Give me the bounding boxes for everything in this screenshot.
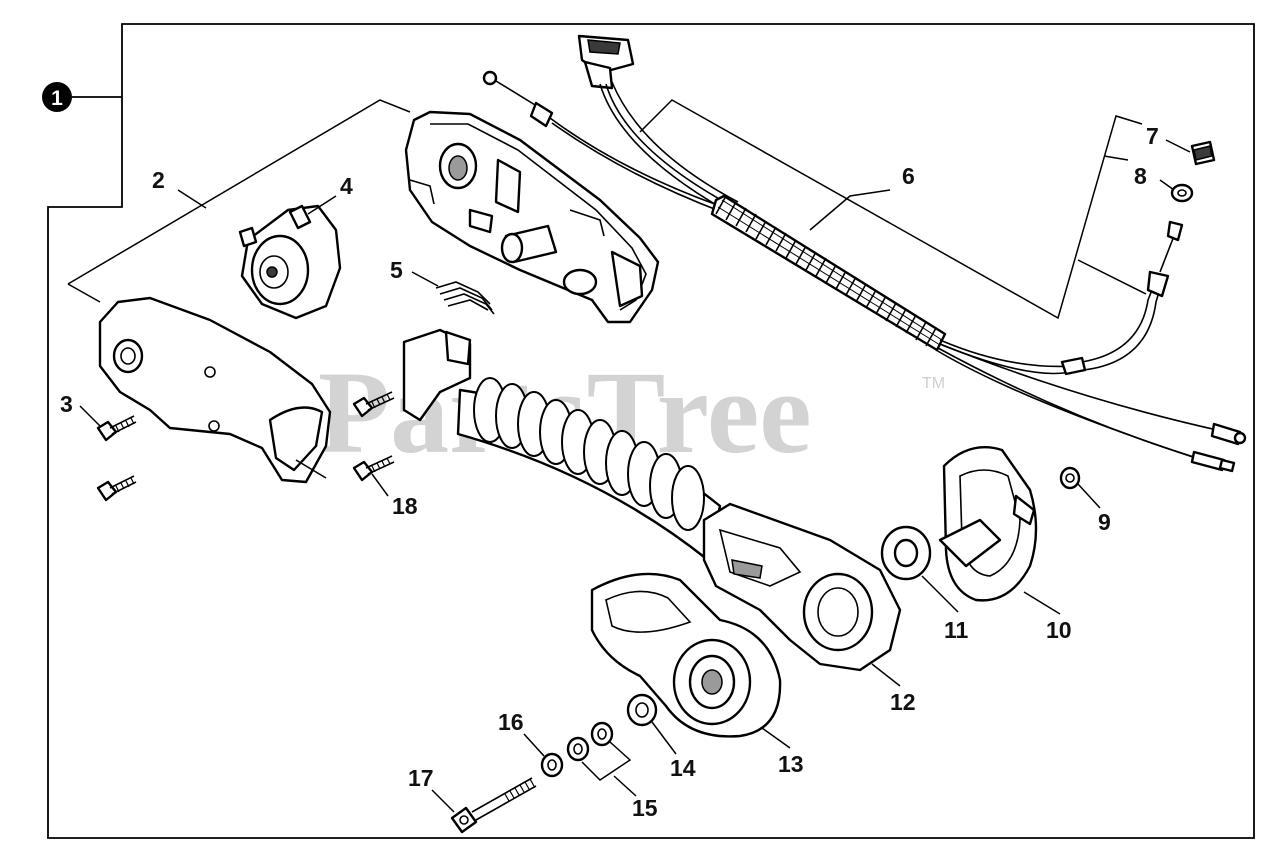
callout-6[interactable]: 6 — [902, 163, 915, 189]
part-3-screw-upper[interactable] — [96, 415, 137, 442]
part-17-bolt[interactable] — [450, 777, 537, 834]
assembly-frame — [47, 23, 1255, 839]
callout-13[interactable]: 13 — [778, 751, 804, 777]
callout-12[interactable]: 12 — [890, 689, 916, 715]
assembly-marker-label: 1 — [51, 87, 63, 110]
callout-labels: 2 3 4 5 6 7 8 9 10 11 12 13 14 15 16 17 … — [60, 123, 1159, 821]
callout-8[interactable]: 8 — [1134, 163, 1147, 189]
part-4-switch[interactable] — [238, 204, 342, 320]
callout-7[interactable]: 7 — [1146, 123, 1159, 149]
callout-18[interactable]: 18 — [392, 493, 418, 519]
callout-5[interactable]: 5 — [390, 257, 403, 283]
callout-15[interactable]: 15 — [632, 795, 658, 821]
part-18-screw-upper[interactable] — [352, 391, 395, 418]
callout-14[interactable]: 14 — [670, 755, 696, 781]
part-14-washer[interactable] — [626, 693, 658, 727]
part-15-washer-a[interactable] — [566, 736, 590, 762]
leader-lines — [67, 99, 1191, 813]
part-13-handle-half[interactable] — [590, 572, 782, 738]
part-5-spring[interactable] — [435, 281, 495, 315]
part-7-adjuster[interactable] — [1190, 140, 1216, 166]
part-16-washer[interactable] — [540, 752, 564, 778]
callout-3[interactable]: 3 — [60, 391, 73, 417]
part-8-nut[interactable] — [1170, 183, 1194, 203]
part-6-wire-harness[interactable] — [482, 34, 1247, 473]
callout-9[interactable]: 9 — [1098, 509, 1111, 535]
callout-11[interactable]: 11 — [944, 617, 969, 643]
callout-4[interactable]: 4 — [340, 173, 353, 199]
part-2-lower-housing[interactable] — [98, 296, 332, 484]
part-11-washer[interactable] — [880, 525, 932, 581]
watermark-trademark: TM — [922, 375, 945, 392]
callout-2[interactable]: 2 — [152, 167, 165, 193]
assembly-marker[interactable]: 1 — [42, 82, 122, 112]
callout-10[interactable]: 10 — [1046, 617, 1072, 643]
part-3-screw-lower[interactable] — [96, 475, 137, 502]
callout-16[interactable]: 16 — [498, 709, 524, 735]
part-18-screw-lower[interactable] — [352, 455, 395, 482]
callout-17[interactable]: 17 — [408, 765, 434, 791]
part-2-upper-housing[interactable] — [404, 110, 660, 324]
part-10-cover[interactable] — [938, 446, 1038, 602]
part-15-washer-b[interactable] — [590, 721, 614, 747]
part-9-nut[interactable] — [1059, 466, 1081, 490]
part-12-handle-grip[interactable] — [402, 328, 902, 672]
